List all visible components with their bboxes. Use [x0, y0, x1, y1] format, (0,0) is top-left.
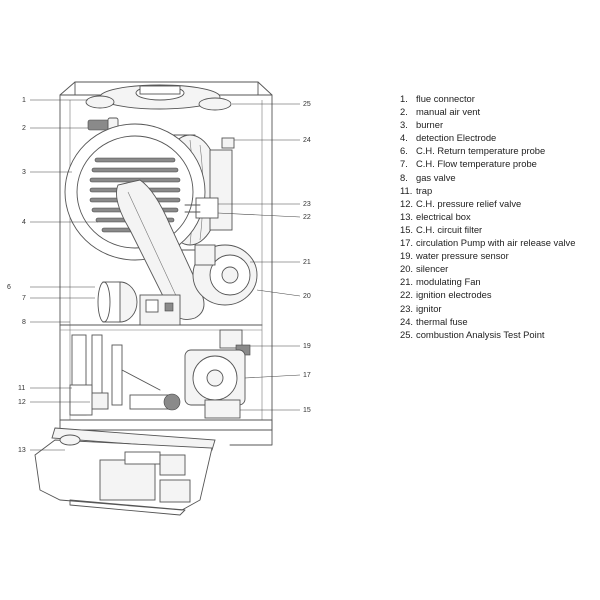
legend-label: C.H. Return temperature probe	[416, 145, 546, 157]
water-pressure-sensor	[219, 329, 251, 356]
legend-item: 20.silencer	[400, 262, 595, 275]
callout-20: 20	[303, 293, 311, 300]
legend-item: 4. detection Electrode	[400, 131, 595, 144]
legend-item: 17.circulation Pump with air release val…	[400, 236, 595, 249]
legend-label: water pressure sensor	[416, 250, 509, 262]
legend-item: 11.trap	[400, 184, 595, 197]
legend-number: 15.	[400, 223, 414, 235]
legend-item: 2. manual air vent	[400, 105, 595, 118]
legend-number: 1.	[400, 93, 408, 104]
callout-12: 12	[18, 399, 26, 406]
callout-3: 3	[22, 169, 26, 176]
ignition-electrodes	[184, 149, 233, 231]
callout-leaders-left	[30, 99, 98, 451]
legend-item: 23.ignitor	[400, 302, 595, 315]
legend-item: 3. burner	[400, 118, 595, 131]
legend-label: combustion Analysis Test Point	[416, 328, 545, 340]
legend-label: thermal fuse	[416, 315, 468, 327]
legend-label: manual air vent	[416, 106, 481, 118]
callout-6: 6	[7, 284, 11, 291]
legend-item: 1. flue connector	[400, 92, 595, 105]
legend-label: detection Electrode	[416, 132, 497, 144]
callout-4: 4	[22, 219, 26, 226]
callout-leaders-right	[217, 103, 301, 411]
callout-21: 21	[303, 259, 311, 266]
legend-number: 7.	[400, 158, 408, 170]
callout-2: 2	[22, 125, 26, 132]
legend-number: 4.	[400, 132, 408, 144]
callout-15: 15	[303, 407, 311, 414]
callout-25: 25	[303, 101, 311, 108]
legend-label: ignitor	[416, 302, 442, 314]
circulation-pump	[184, 349, 246, 406]
legend-item: 7. C.H. Flow temperature probe	[400, 157, 595, 170]
legend-item: 19.water pressure sensor	[400, 249, 595, 262]
legend-number: 13.	[400, 210, 414, 222]
trap	[69, 384, 93, 416]
callout-23: 23	[303, 201, 311, 208]
legend-item: 12.C.H. pressure relief valve	[400, 197, 595, 210]
ch-circuit-filter	[163, 393, 241, 419]
silencer	[97, 281, 138, 323]
legend-label: C.H. Flow temperature probe	[416, 158, 537, 170]
legend-label: modulating Fan	[416, 276, 481, 288]
manual-air-vent	[87, 117, 119, 133]
legend-label: trap	[416, 184, 433, 196]
callout-13: 13	[18, 447, 26, 454]
legend-number: 22.	[400, 289, 414, 301]
modulating-fan	[192, 244, 258, 306]
legend-label: circulation Pump with air release valve	[416, 237, 576, 249]
legend-item: 24.thermal fuse	[400, 315, 595, 328]
callout-11: 11	[18, 385, 25, 392]
legend-label: flue connector	[416, 93, 475, 104]
legend-label: C.H. pressure relief valve	[416, 197, 522, 209]
callout-1: 1	[22, 97, 26, 104]
callout-19: 19	[303, 343, 311, 350]
legend-number: 11.	[400, 184, 413, 196]
legend-label: electrical box	[416, 210, 471, 222]
legend-number: 8.	[400, 171, 408, 183]
legend-item: 22.ignition electrodes	[400, 288, 595, 301]
legend-number: 20.	[400, 263, 414, 275]
parts-legend: 1. flue connector 2. manual air vent 3. bur…	[400, 92, 595, 341]
legend-item: 13.electrical box	[400, 210, 595, 223]
legend-item: 8. gas valve	[400, 171, 595, 184]
callout-7: 7	[22, 295, 26, 302]
legend-label: burner	[416, 119, 444, 131]
callout-17: 17	[303, 372, 311, 379]
legend-item: 25.combustion Analysis Test Point	[400, 328, 595, 341]
flue-connector	[85, 84, 232, 111]
air-gas-duct	[116, 179, 205, 320]
legend-label: silencer	[416, 263, 449, 275]
gas-valve	[139, 294, 181, 326]
callout-numbers: 1 2 3 4 6 7 8 11 12 13 25 24 23 22 21 20…	[7, 97, 311, 454]
callout-22: 22	[303, 214, 311, 221]
legend-number: 17.	[400, 237, 414, 249]
legend-number: 19.	[400, 250, 414, 262]
legend-number: 6.	[400, 145, 408, 157]
legend-item: 21.modulating Fan	[400, 275, 595, 288]
legend-label: ignition electrodes	[416, 289, 492, 301]
pressure-relief-valve	[89, 392, 109, 410]
thermal-fuse	[221, 137, 235, 149]
legend-label: C.H. circuit filter	[416, 223, 483, 235]
electrical-box	[34, 427, 216, 516]
legend-item: 6. C.H. Return temperature probe	[400, 144, 595, 157]
legend-number: 21.	[400, 276, 414, 288]
callout-24: 24	[303, 137, 311, 144]
legend-number: 3.	[400, 119, 408, 131]
legend-number: 25.	[400, 328, 414, 340]
legend-label: gas valve	[416, 171, 456, 183]
legend-number: 12.	[400, 197, 414, 209]
callout-8: 8	[22, 319, 26, 326]
legend-item: 15.C.H. circuit filter	[400, 223, 595, 236]
legend-number: 2.	[400, 106, 408, 118]
legend-number: 23.	[400, 302, 414, 314]
legend-number: 24.	[400, 315, 414, 327]
